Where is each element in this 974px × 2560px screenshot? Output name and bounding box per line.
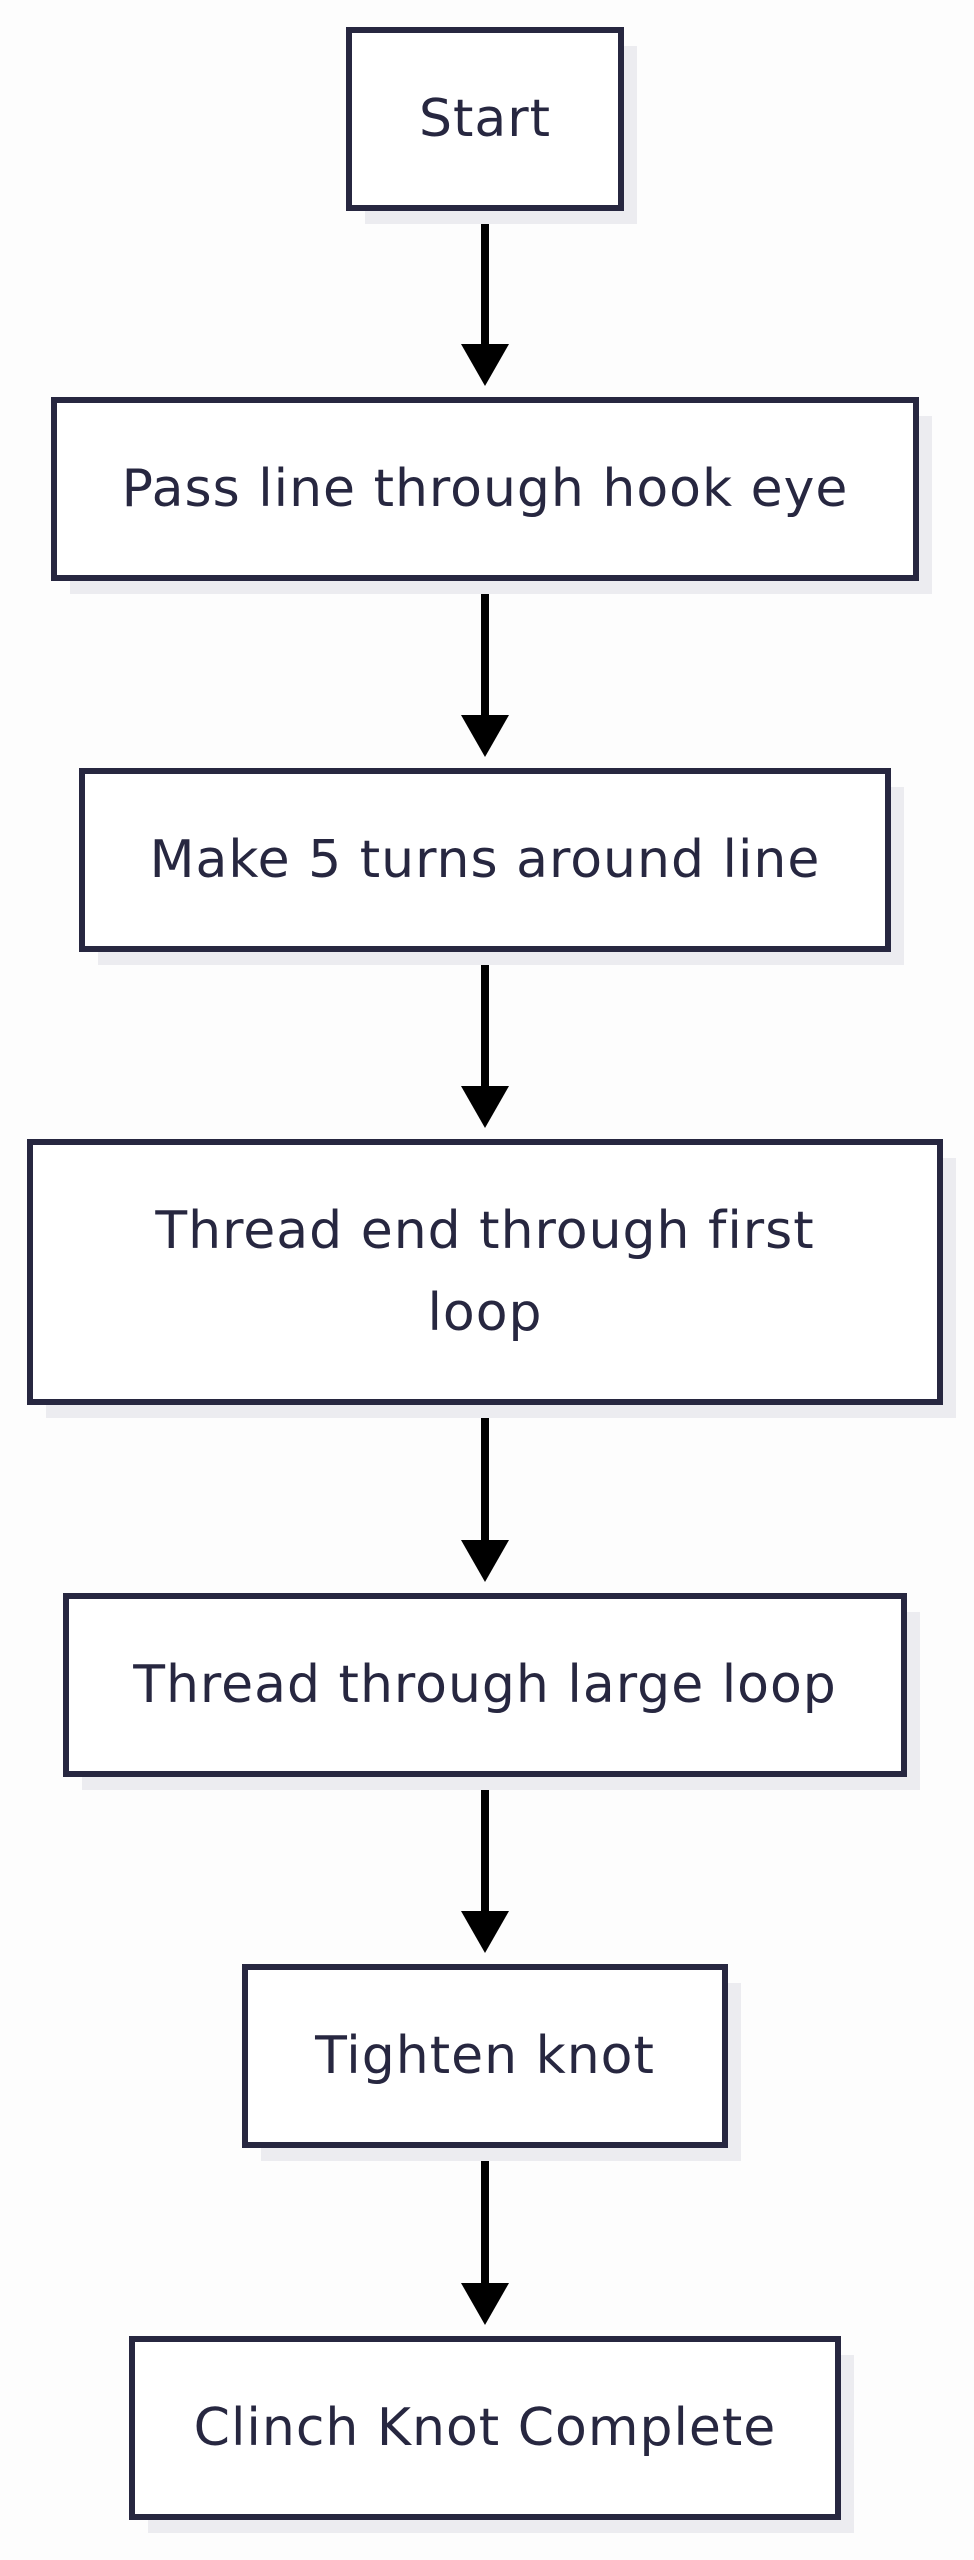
node-pass-line: Pass line through hook eye [51, 397, 932, 594]
node-label: Pass line through hook eye [122, 459, 849, 519]
node-box [242, 1964, 728, 2148]
node-box [129, 2336, 841, 2520]
edge-tighten-to-complete [461, 2145, 509, 2325]
node-box [27, 1139, 943, 1405]
arrowhead [461, 715, 509, 757]
arrowhead [461, 1911, 509, 1953]
node-box [346, 27, 624, 211]
node-tighten: Tighten knot [242, 1964, 741, 2161]
node-label: Make 5 turns around line [150, 830, 821, 890]
edge-thread-large-loop-to-tighten [461, 1774, 509, 1953]
node-thread-large-loop: Thread through large loop [63, 1593, 920, 1790]
arrowhead [461, 1540, 509, 1582]
edge-make-turns-to-thread-first-loop [461, 949, 509, 1128]
edge-start-to-pass-line [461, 208, 509, 386]
node-label: loop [427, 1283, 542, 1343]
node-label: Thread end through first [154, 1201, 814, 1261]
node-label: Start [419, 89, 551, 149]
edge-pass-line-to-make-turns [461, 578, 509, 757]
node-box [51, 397, 919, 581]
node-label: Tighten knot [314, 2026, 655, 2086]
edge-thread-first-loop-to-thread-large-loop [461, 1402, 509, 1582]
node-label: Clinch Knot Complete [194, 2398, 777, 2458]
edges-layer [461, 208, 509, 2325]
node-thread-first-loop: Thread end through first loop [27, 1139, 956, 1418]
arrowhead [461, 344, 509, 386]
node-complete: Clinch Knot Complete [129, 2336, 854, 2533]
node-box [79, 768, 891, 952]
arrowhead [461, 1086, 509, 1128]
node-start: Start [346, 27, 637, 224]
arrowhead [461, 2283, 509, 2325]
node-label: Thread through large loop [132, 1655, 837, 1715]
node-make-turns: Make 5 turns around line [79, 768, 904, 965]
node-box [63, 1593, 907, 1777]
